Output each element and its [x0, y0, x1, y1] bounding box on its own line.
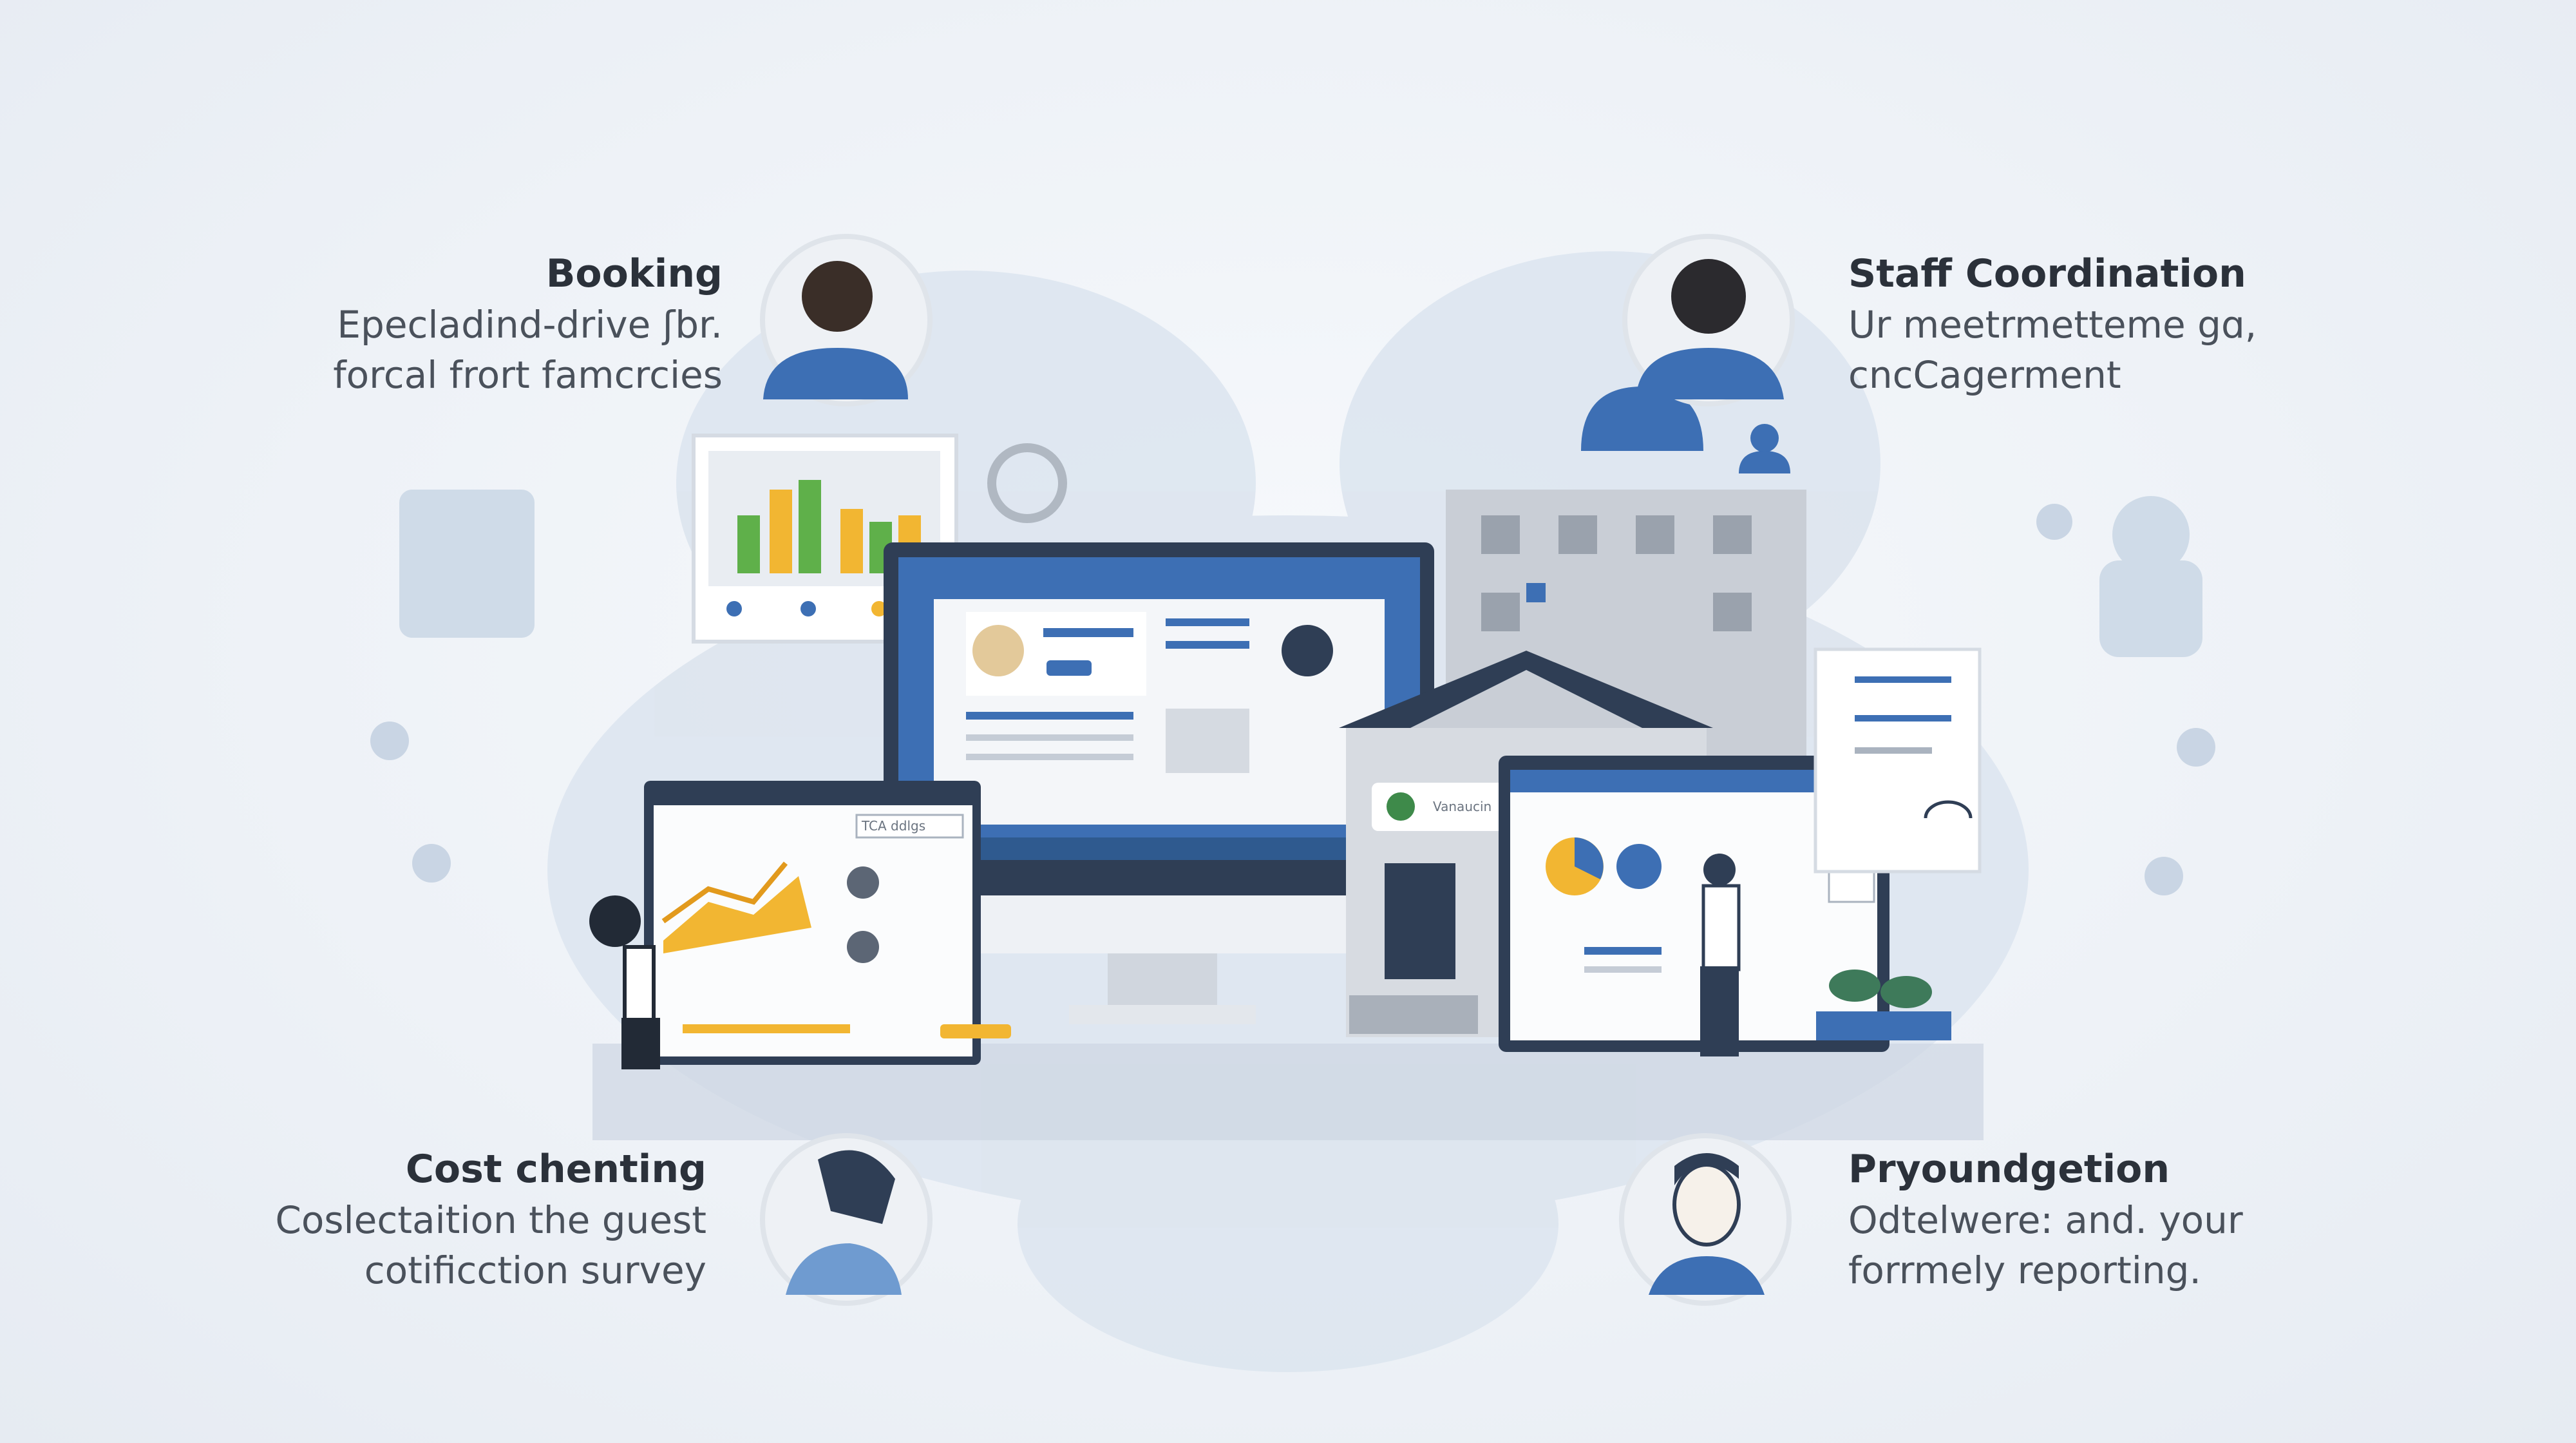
faded-robot-icon	[2099, 496, 2202, 657]
lightbulb-icon	[987, 443, 1067, 523]
analytics-tablet	[644, 781, 1011, 1065]
feature-description-line: Ur meetrmetteme gɑ,	[1848, 303, 2257, 347]
feature-title: Pryoundgetion	[1848, 1147, 2170, 1192]
avatar-staff	[1622, 234, 1795, 406]
feature-reporting: Pryoundgetion Odtelwere: and. your forrm…	[1848, 1143, 2428, 1295]
feature-cost: Cost chenting Coslectaition the guest co…	[127, 1143, 706, 1295]
feature-booking: Booking Epecladind-drive ʃbr. forcal fro…	[143, 248, 723, 400]
feature-description-line: Coslectaition the guest	[275, 1198, 706, 1242]
feature-title: Cost chenting	[405, 1147, 706, 1192]
avatar-reporting	[1619, 1133, 1792, 1306]
feature-description-line: Epecladind-drive ʃbr.	[337, 303, 723, 347]
document-card	[1814, 647, 1982, 874]
feature-title: Booking	[545, 251, 723, 296]
person-left	[589, 895, 660, 1069]
desktop-monitor	[884, 542, 1434, 1024]
avatar-cost	[760, 1133, 933, 1306]
feature-description-line: cotificction survey	[364, 1248, 706, 1292]
person-right	[1700, 854, 1741, 1056]
building-sign-label: Vanaucin	[1433, 799, 1492, 814]
tablet-label: TCA ddlgs	[862, 818, 926, 834]
feature-staff-coordination: Staff Coordination Ur meetrmetteme gɑ, c…	[1848, 248, 2428, 400]
staff-user-icons	[1581, 387, 1790, 473]
feature-description-line: forrmely reporting.	[1848, 1248, 2201, 1292]
feature-title: Staff Coordination	[1848, 251, 2246, 296]
feature-description-line: forcal frort famcrcies	[333, 353, 723, 397]
feature-description-line: cncCagerment	[1848, 353, 2121, 397]
faded-machine-icon	[399, 490, 535, 638]
avatar-booking	[760, 234, 933, 406]
decorative-stars	[370, 504, 2215, 895]
plant	[1816, 970, 1951, 1040]
feature-description-line: Odtelwere: and. your	[1848, 1198, 2243, 1242]
